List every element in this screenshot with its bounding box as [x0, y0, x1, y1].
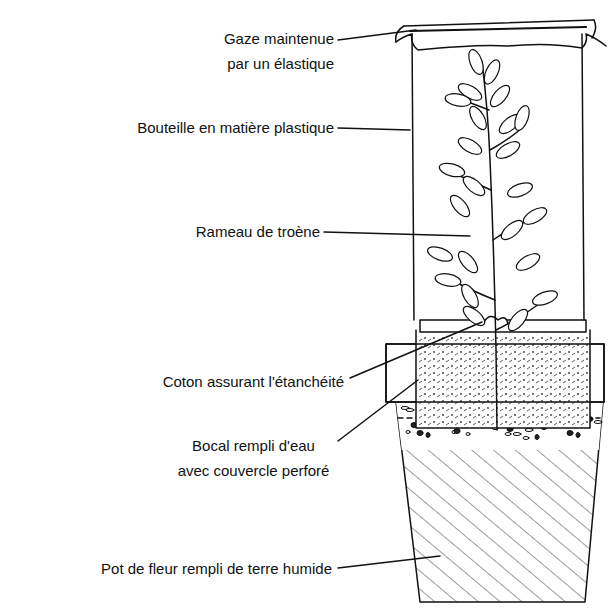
soil-pebble — [523, 437, 529, 440]
soil-pebble — [513, 433, 521, 436]
leaf — [447, 192, 473, 220]
part-label: Bocal rempli d'eau avec couvercle perfor… — [175, 433, 332, 483]
soil-pebble — [454, 429, 460, 434]
soil-pebble — [426, 433, 430, 438]
leaf — [481, 58, 503, 87]
leaf — [506, 180, 535, 200]
leaf — [505, 306, 531, 334]
leaf — [426, 244, 455, 264]
leaf — [494, 138, 523, 161]
leaf — [498, 217, 526, 243]
leaf — [456, 134, 485, 157]
leaf — [434, 272, 462, 288]
leaf — [487, 82, 513, 110]
soil-pebble — [406, 431, 410, 434]
soil-pebble — [525, 429, 533, 432]
part-label: Pot de fleur rempli de terre humide — [12, 556, 332, 581]
leaf — [521, 204, 550, 227]
soil-pebble — [576, 433, 580, 438]
leaf — [514, 250, 543, 273]
part-label: Bouteille en matière plastique — [74, 115, 334, 140]
part-label: Gaze maintenue par un élastique — [212, 26, 334, 76]
soil-pebble — [594, 421, 602, 424]
leaf — [444, 92, 472, 108]
soil-pebble — [567, 431, 573, 436]
part-label: Rameau de troène — [120, 219, 320, 244]
soil-pebble — [466, 433, 470, 436]
soil-pebble — [406, 409, 414, 412]
leaf — [455, 248, 481, 276]
leaf — [460, 173, 488, 199]
leaf — [458, 282, 481, 311]
soil-pebble — [417, 431, 423, 436]
soil-pebble — [535, 435, 539, 440]
leaf — [466, 48, 486, 77]
leaf — [466, 104, 489, 133]
part-label: Coton assurant l'étanchéité — [84, 369, 344, 394]
soil-pebble — [505, 433, 511, 436]
leaf — [531, 288, 560, 308]
leaf — [438, 161, 466, 179]
leaf — [512, 104, 532, 133]
gauze — [396, 20, 606, 50]
plastic-bottle — [412, 34, 414, 320]
flower-pot — [396, 402, 603, 602]
